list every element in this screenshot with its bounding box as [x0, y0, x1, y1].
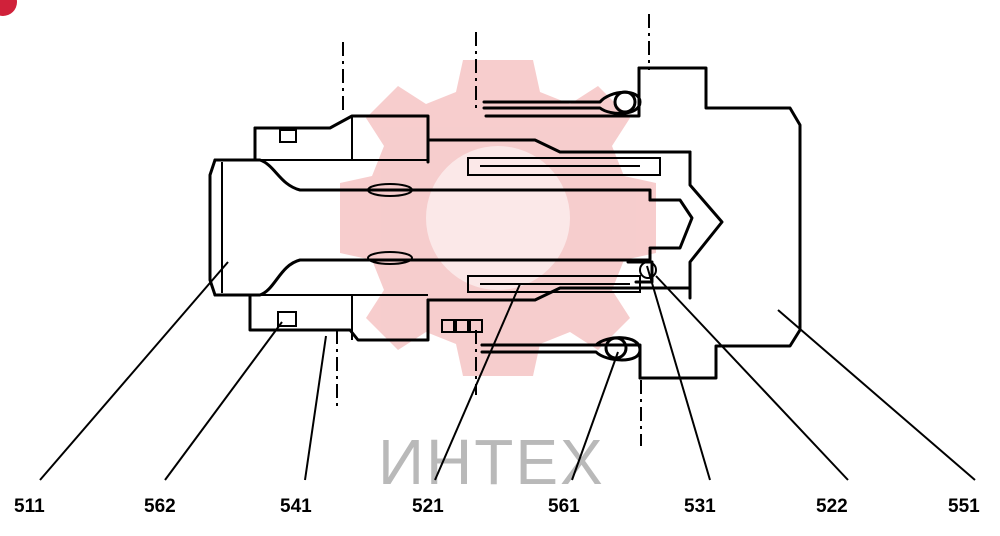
o-ring-561: [480, 90, 642, 362]
part-label-541: 541: [280, 496, 312, 517]
part-label-551: 551: [948, 496, 980, 517]
watermark-gear-logo: [340, 60, 656, 376]
part-label-561: 561: [548, 496, 580, 517]
part-label-511: 511: [14, 496, 45, 517]
leader-lines: [39, 261, 976, 481]
part-label-521: 521: [412, 496, 444, 517]
watermark-text: ИНТЕХ: [378, 426, 605, 498]
part-labels: 511 562 541 521 561 531 522 551: [14, 496, 980, 517]
spool-511: [208, 158, 694, 297]
part-label-531: 531: [684, 496, 716, 517]
part-label-522: 522: [816, 496, 848, 517]
sleeve-bore: [426, 138, 692, 302]
corner-badge-icon: [0, 0, 17, 16]
casing-body: [248, 114, 483, 342]
part-label-562: 562: [144, 496, 176, 517]
spring-seat-531: [626, 260, 657, 284]
centerlines: [336, 14, 650, 446]
